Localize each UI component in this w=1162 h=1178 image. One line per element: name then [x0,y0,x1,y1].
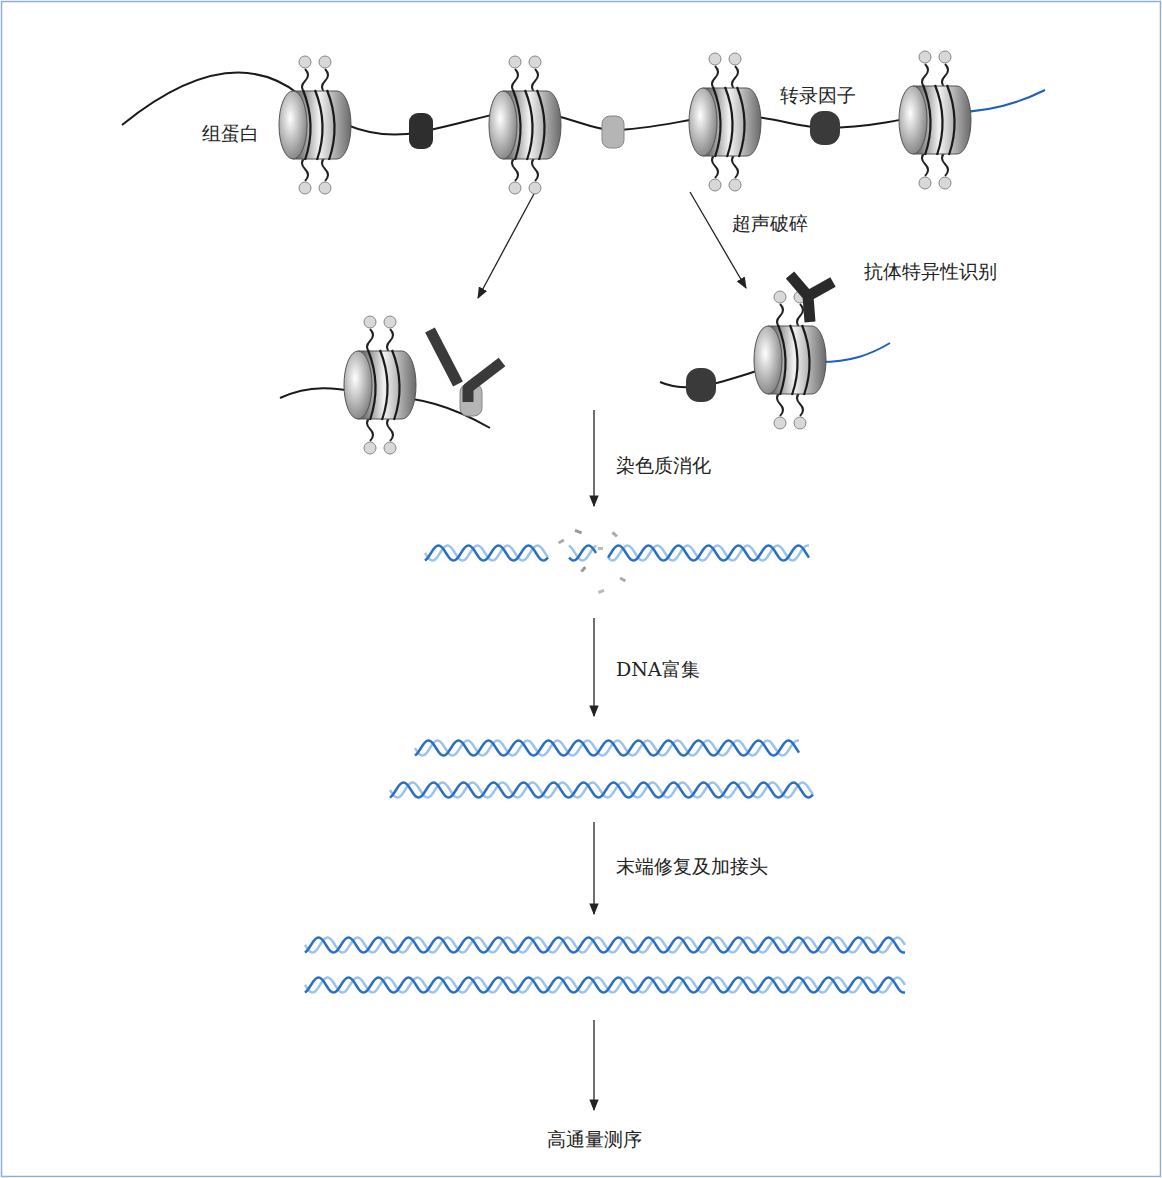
antibody [430,330,502,402]
label-text: 末端修复及加接头 [614,855,770,878]
dna-helix [305,938,905,953]
nucleosomes [279,51,971,454]
label-text: 抗体特异性识别 [862,260,999,283]
dna-helix [390,783,813,798]
nucleosome [489,56,561,194]
dna-helix [305,978,905,993]
antibodies [430,275,833,402]
transcription-factor [686,368,716,402]
nucleosome [754,291,826,429]
dna-helix [425,545,809,560]
flow-arrow [478,192,535,298]
antibody [790,275,833,322]
transcription-factors [409,111,840,416]
label-text: 高通量测序 [545,1128,644,1151]
nucleosome [279,56,351,194]
nucleosome [899,51,971,189]
flow-arrow [690,192,746,288]
nucleosome [344,316,416,454]
transcription-factor [810,111,840,145]
label-text: DNA富集 [614,658,702,681]
label-text: 组蛋白 [200,122,261,145]
transcription-factor [602,116,624,148]
dna-helix [415,740,799,755]
nucleosome [689,53,761,191]
label-text: 转录因子 [778,84,858,107]
transcription-factor [409,113,433,149]
dna-helices [305,545,905,992]
flow-arrow [593,410,594,506]
label-text: 超声破碎 [730,212,810,235]
flow-arrow [593,822,594,914]
flow-arrow [593,618,594,716]
flow-arrow [593,1020,594,1110]
flow-arrows [478,192,746,1110]
label-text: 染色质消化 [614,454,713,477]
digested-fragments [558,529,626,594]
